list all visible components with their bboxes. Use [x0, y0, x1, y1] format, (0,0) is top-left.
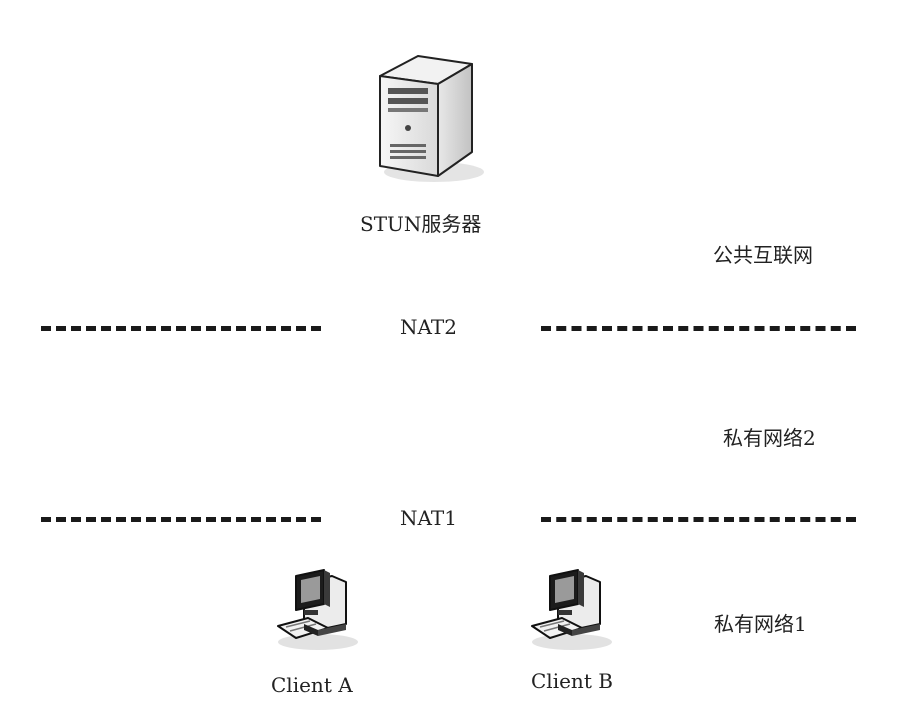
- client-a-computer-icon: [277, 569, 358, 650]
- nat1-boundary-left: [41, 517, 321, 522]
- zone-label-private2: 私有网络2: [723, 426, 816, 450]
- nat1-boundary-right: [541, 517, 856, 522]
- zone-label-private1: 私有网络1: [714, 612, 807, 636]
- nat2-boundary-left: [41, 326, 321, 331]
- client-b-computer-icon: [531, 569, 612, 650]
- nat2-label: NAT2: [400, 315, 457, 339]
- client-b-label: Client B: [531, 669, 613, 693]
- nat2-boundary-right: [541, 326, 856, 331]
- nat1-label: NAT1: [400, 506, 457, 530]
- zone-label-public: 公共互联网: [713, 243, 813, 267]
- client-a-label: Client A: [271, 673, 353, 697]
- server-icon: [379, 55, 484, 182]
- server-label: STUN服务器: [360, 212, 482, 236]
